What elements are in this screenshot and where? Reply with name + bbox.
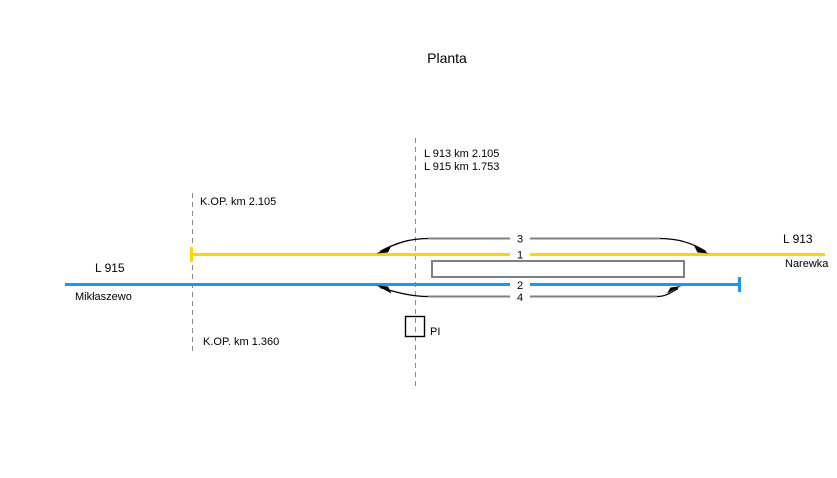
turnout-3-to-1-right <box>659 237 709 254</box>
platform-outline <box>431 260 685 278</box>
turnout-curve <box>659 237 707 253</box>
turnout-arrow-icon <box>376 285 392 294</box>
turnout-curve <box>656 287 679 298</box>
line-913-name-label: L 913 <box>783 232 813 246</box>
turnout-arrow-icon <box>376 245 392 254</box>
track-number-4: 4 <box>517 292 523 304</box>
turnout-curve <box>379 237 429 253</box>
turnout-arrow-icon <box>694 245 709 254</box>
kop-marker-bottom: K.OP. km 1.360 <box>203 336 279 348</box>
line-913-destination-label: Narewka <box>785 258 829 270</box>
turnout-arrow-icon <box>667 286 682 294</box>
pi-marker: PI <box>404 315 440 338</box>
track-number-1: 1 <box>517 250 523 262</box>
pi-building-icon <box>404 315 426 338</box>
track-2-line-915 <box>65 277 741 292</box>
track-1-line-913 <box>190 247 825 262</box>
station-axis-km-label-913: L 913 km 2.105 <box>424 148 499 160</box>
turnout-4-to-2-right <box>656 286 682 298</box>
track-number-3: 3 <box>517 234 523 246</box>
turnout-3-to-1-left <box>376 237 429 254</box>
station-axis-km-label-915: L 915 km 1.753 <box>424 161 499 173</box>
turnout-4-to-2-left <box>376 285 429 298</box>
diagram-title: Planta <box>427 50 467 66</box>
track-number-2: 2 <box>517 280 523 292</box>
line-915-destination-label: Mikłaszewo <box>75 291 132 303</box>
kop-marker-top: K.OP. km 2.105 <box>200 196 276 208</box>
pi-marker-label: PI <box>430 326 440 338</box>
line-915-name-label: L 915 <box>95 261 125 275</box>
